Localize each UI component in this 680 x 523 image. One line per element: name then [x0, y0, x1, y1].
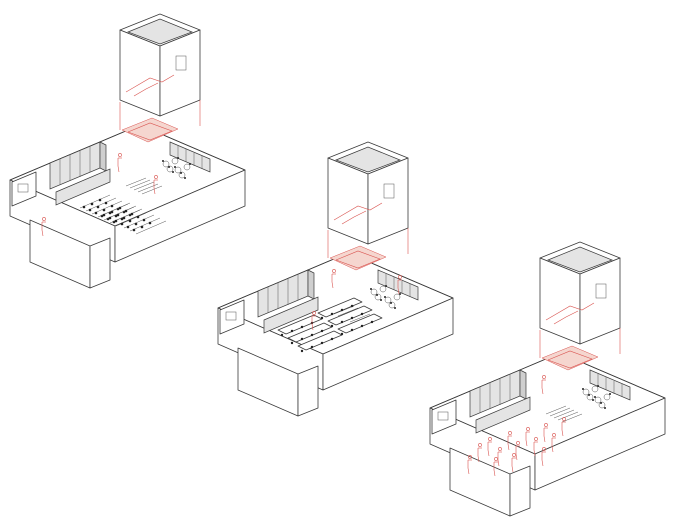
diagram-panel-1 [9, 13, 246, 289]
diagram-panel-3 [429, 241, 666, 517]
diagram-panel-2 [217, 141, 454, 417]
